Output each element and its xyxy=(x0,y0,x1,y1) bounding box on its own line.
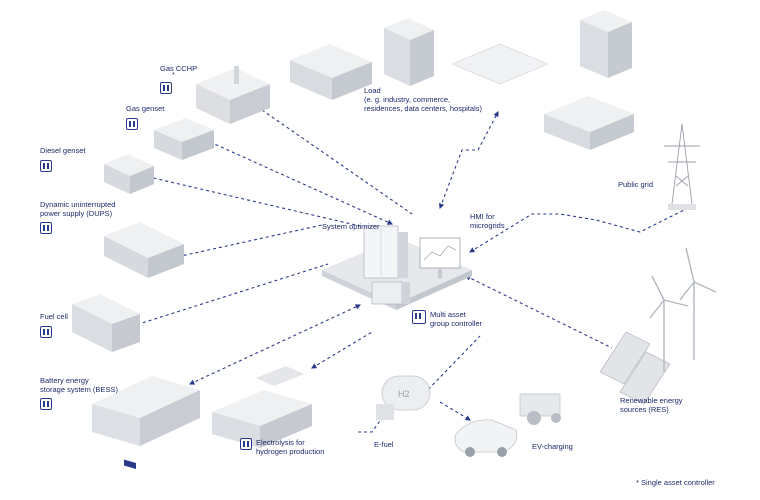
single-asset-controller-icon xyxy=(40,326,52,338)
diesel-genset-unit xyxy=(104,154,154,194)
load-buildings xyxy=(290,10,634,150)
single-asset-controller-icon xyxy=(40,222,52,234)
central-hub xyxy=(322,225,472,310)
label-electrolysis-line2: hydrogen production xyxy=(256,447,325,456)
label-multi-line1: Multi asset xyxy=(430,310,466,319)
label-res-line2: sources (RES) xyxy=(620,405,669,414)
gas-cchp-unit xyxy=(196,66,270,124)
label-hmi-line1: HMI for xyxy=(470,212,495,221)
label-fuel-cell: Fuel cell xyxy=(40,312,68,321)
single-asset-controller-icon xyxy=(240,438,252,450)
line-load xyxy=(438,111,499,210)
ev-car xyxy=(454,419,518,457)
label-load-line1: (e. g. industry, commerce, xyxy=(364,95,451,104)
line-res xyxy=(465,275,613,349)
label-load-title: Load xyxy=(364,86,381,95)
h2-mark: H2 xyxy=(398,389,410,399)
label-dups-line2: power supply (DUPS) xyxy=(40,209,113,218)
label-efuel: E-fuel xyxy=(374,440,394,449)
line-ev xyxy=(419,335,481,399)
label-res-line1: Renewable energy xyxy=(620,396,683,405)
connection-lines xyxy=(119,109,689,433)
wind-turbines xyxy=(649,247,717,372)
gas-genset-unit xyxy=(154,118,214,160)
label-load-line2: residences, data centers, hospitals) xyxy=(364,104,482,113)
label-hmi-line2: microgrids xyxy=(470,221,505,230)
label-multi-line2: group controller xyxy=(430,319,483,328)
line-gas-cchp xyxy=(261,109,413,215)
label-gas-cchp-star: * xyxy=(172,72,175,79)
power-pylon xyxy=(664,123,700,210)
label-gas-cchp: Gas CCHP xyxy=(160,64,198,73)
multi-asset-controller-icon xyxy=(412,310,426,324)
fuel-cell-unit xyxy=(72,294,140,352)
hmi-screen xyxy=(419,237,461,269)
label-electrolysis-line1: Electrolysis for xyxy=(256,438,305,447)
line-grid xyxy=(469,207,689,253)
label-diesel-genset: Diesel genset xyxy=(40,146,86,155)
label-ev-charging: EV-charging xyxy=(532,442,573,451)
single-asset-controller-icon xyxy=(40,160,52,172)
line-ev-car xyxy=(439,401,471,421)
solar-panels xyxy=(599,331,671,405)
line-gas-genset xyxy=(209,141,394,225)
footnote: * Single asset controller xyxy=(636,478,715,487)
label-dups-line1: Dynamic uninterrupted xyxy=(40,200,116,209)
single-asset-controller-icon xyxy=(126,118,138,130)
tractor xyxy=(519,393,561,425)
line-efuel-hub xyxy=(358,417,383,433)
electrolysis-unit xyxy=(212,366,312,448)
label-public-grid: Public grid xyxy=(618,180,654,189)
line-bess xyxy=(189,304,361,385)
label-bess-line1: Battery energy xyxy=(40,376,89,385)
single-asset-controller-icon xyxy=(40,398,52,410)
line-fuel-cell xyxy=(119,263,329,331)
label-system-optimizer: System optimizer xyxy=(322,222,380,231)
label-gas-genset: Gas genset xyxy=(126,104,165,113)
bess-container xyxy=(92,376,200,469)
efuel-tank: H2 xyxy=(376,375,431,420)
label-bess-line2: storage system (BESS) xyxy=(40,385,118,394)
line-dups xyxy=(171,224,323,259)
line-electrolysis xyxy=(311,331,373,369)
single-asset-controller-icon xyxy=(160,82,172,94)
dups-unit xyxy=(104,222,184,278)
line-diesel-genset xyxy=(135,173,361,227)
